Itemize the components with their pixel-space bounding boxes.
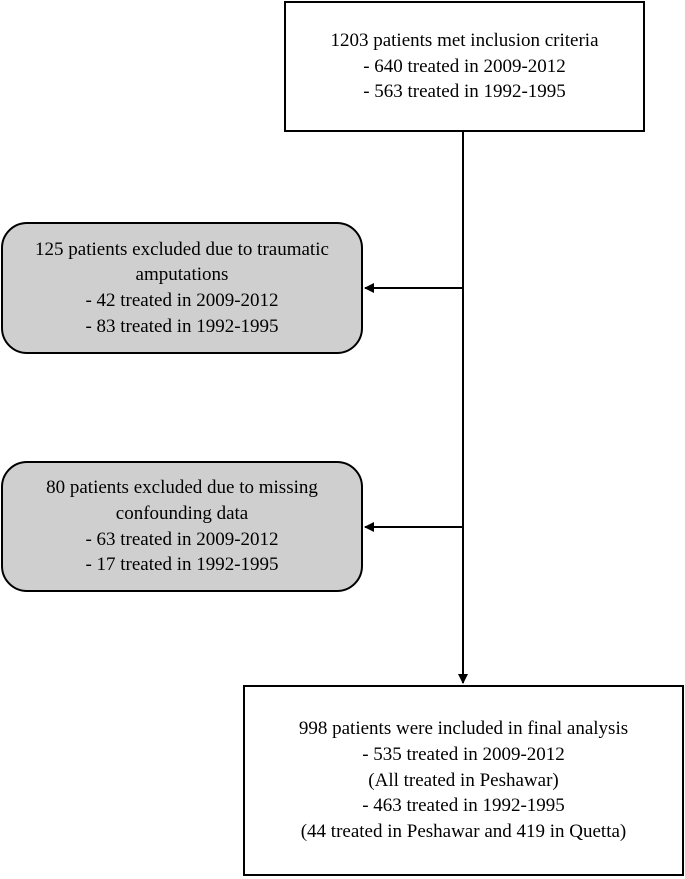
inclusion-criteria-box: 1203 patients met inclusion criteria - 6…: [284, 1, 645, 132]
exclusion-2-1992-1995: - 17 treated in 1992-1995: [85, 554, 279, 576]
exclusion-2-2009-2012: - 63 treated in 2009-2012: [85, 528, 279, 550]
exclusion-1-2009-2012: - 42 treated in 2009-2012: [85, 290, 279, 311]
inclusion-2009-2012: - 640 treated in 2009-2012: [363, 55, 566, 77]
final-total: 998 patients were included in final anal…: [298, 718, 629, 740]
exclusion-traumatic-amputations-box: 125 patients excluded due to traumatic a…: [1, 222, 363, 354]
exclusion-missing-data-box: 80 patients excluded due to missing conf…: [1, 461, 363, 592]
final-analysis-box: 998 patients were included in final anal…: [243, 685, 684, 876]
final-1992-1995-location: (44 treated in Peshawar and 419 in Quett…: [300, 820, 627, 842]
inclusion-1992-1995: - 563 treated in 1992-1995: [363, 81, 566, 103]
exclusion-1-1992-1995: - 83 treated in 1992-1995: [85, 315, 279, 337]
final-1992-1995: - 463 treated in 1992-1995: [362, 795, 565, 817]
final-2009-2012-location: (All treated in Peshawar): [368, 769, 559, 791]
exclusion-2-title: 80 patients excluded due to missing conf…: [46, 477, 318, 524]
final-2009-2012: - 535 treated in 2009-2012: [362, 744, 565, 766]
inclusion-total: 1203 patients met inclusion criteria: [330, 30, 599, 52]
exclusion-1-title: 125 patients excluded due to traumatic a…: [35, 238, 329, 286]
